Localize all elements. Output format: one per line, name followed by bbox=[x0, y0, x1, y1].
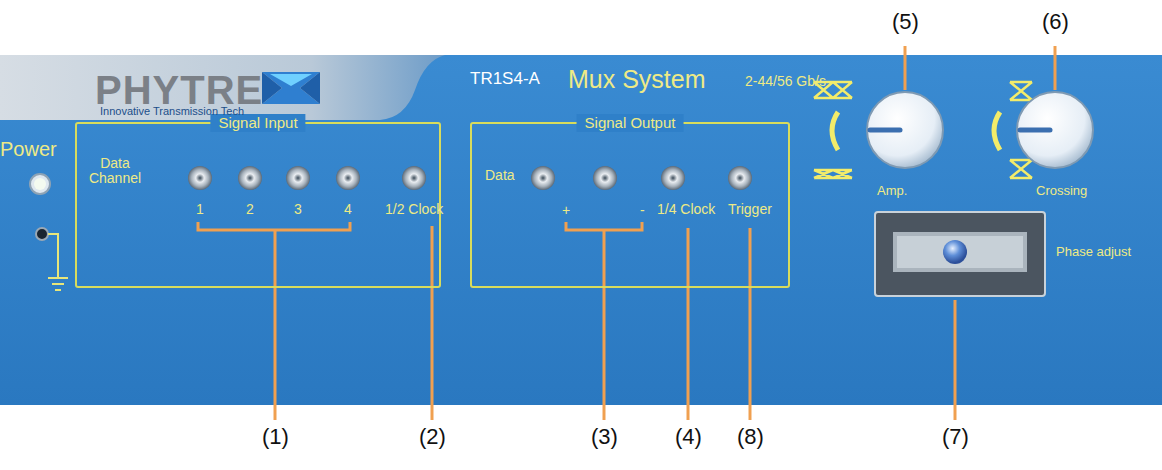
panel-label: 4 bbox=[344, 202, 352, 217]
phase-slider bbox=[875, 212, 1045, 296]
panel-label: Power bbox=[0, 138, 57, 160]
panel-label: - bbox=[640, 203, 645, 218]
front-panel bbox=[0, 55, 1162, 405]
eye-symbols bbox=[814, 82, 1032, 178]
panel-label: Crossing bbox=[1036, 184, 1087, 198]
panel-label: Mux System bbox=[568, 66, 706, 94]
callout-number: (1) bbox=[262, 425, 289, 449]
logo-band bbox=[0, 55, 445, 120]
callout-number: (5) bbox=[892, 10, 919, 34]
callout-number: (2) bbox=[419, 425, 446, 449]
callout-number: (4) bbox=[675, 425, 702, 449]
panel-label: + bbox=[562, 203, 570, 218]
panel-label: Innovative Transmission Tech bbox=[100, 105, 244, 117]
panel-label: 3 bbox=[294, 202, 302, 217]
crossing-knob bbox=[1017, 92, 1093, 168]
power-led-lens bbox=[34, 178, 46, 190]
panel-label: Data Channel bbox=[85, 156, 145, 187]
callout-number: (6) bbox=[1042, 10, 1069, 34]
panel-label: TR1S4-A bbox=[470, 70, 540, 89]
panel-label: 2 bbox=[246, 202, 254, 217]
callout-number: (3) bbox=[591, 425, 618, 449]
ground-jack bbox=[36, 228, 48, 240]
panel-label: 1/4 Clock bbox=[657, 202, 715, 217]
amp-knob bbox=[867, 92, 943, 168]
panel-label: Trigger bbox=[728, 202, 772, 217]
logo-x bbox=[262, 72, 320, 104]
callout-leaders bbox=[198, 46, 1055, 420]
panel-label: Phase adjust bbox=[1056, 245, 1131, 259]
panel-label: 2-44/56 Gb/s bbox=[745, 74, 826, 89]
power-led bbox=[30, 174, 50, 194]
group-heading: Signal Output bbox=[577, 114, 684, 132]
panel-label: 1/2 Clock bbox=[385, 202, 443, 217]
panel-label: Data bbox=[485, 168, 515, 183]
ground-symbol bbox=[48, 234, 68, 290]
panel-label: 1 bbox=[196, 202, 204, 217]
panel-label: Amp. bbox=[877, 184, 907, 198]
callout-number: (8) bbox=[737, 425, 764, 449]
callout-number: (7) bbox=[942, 425, 969, 449]
